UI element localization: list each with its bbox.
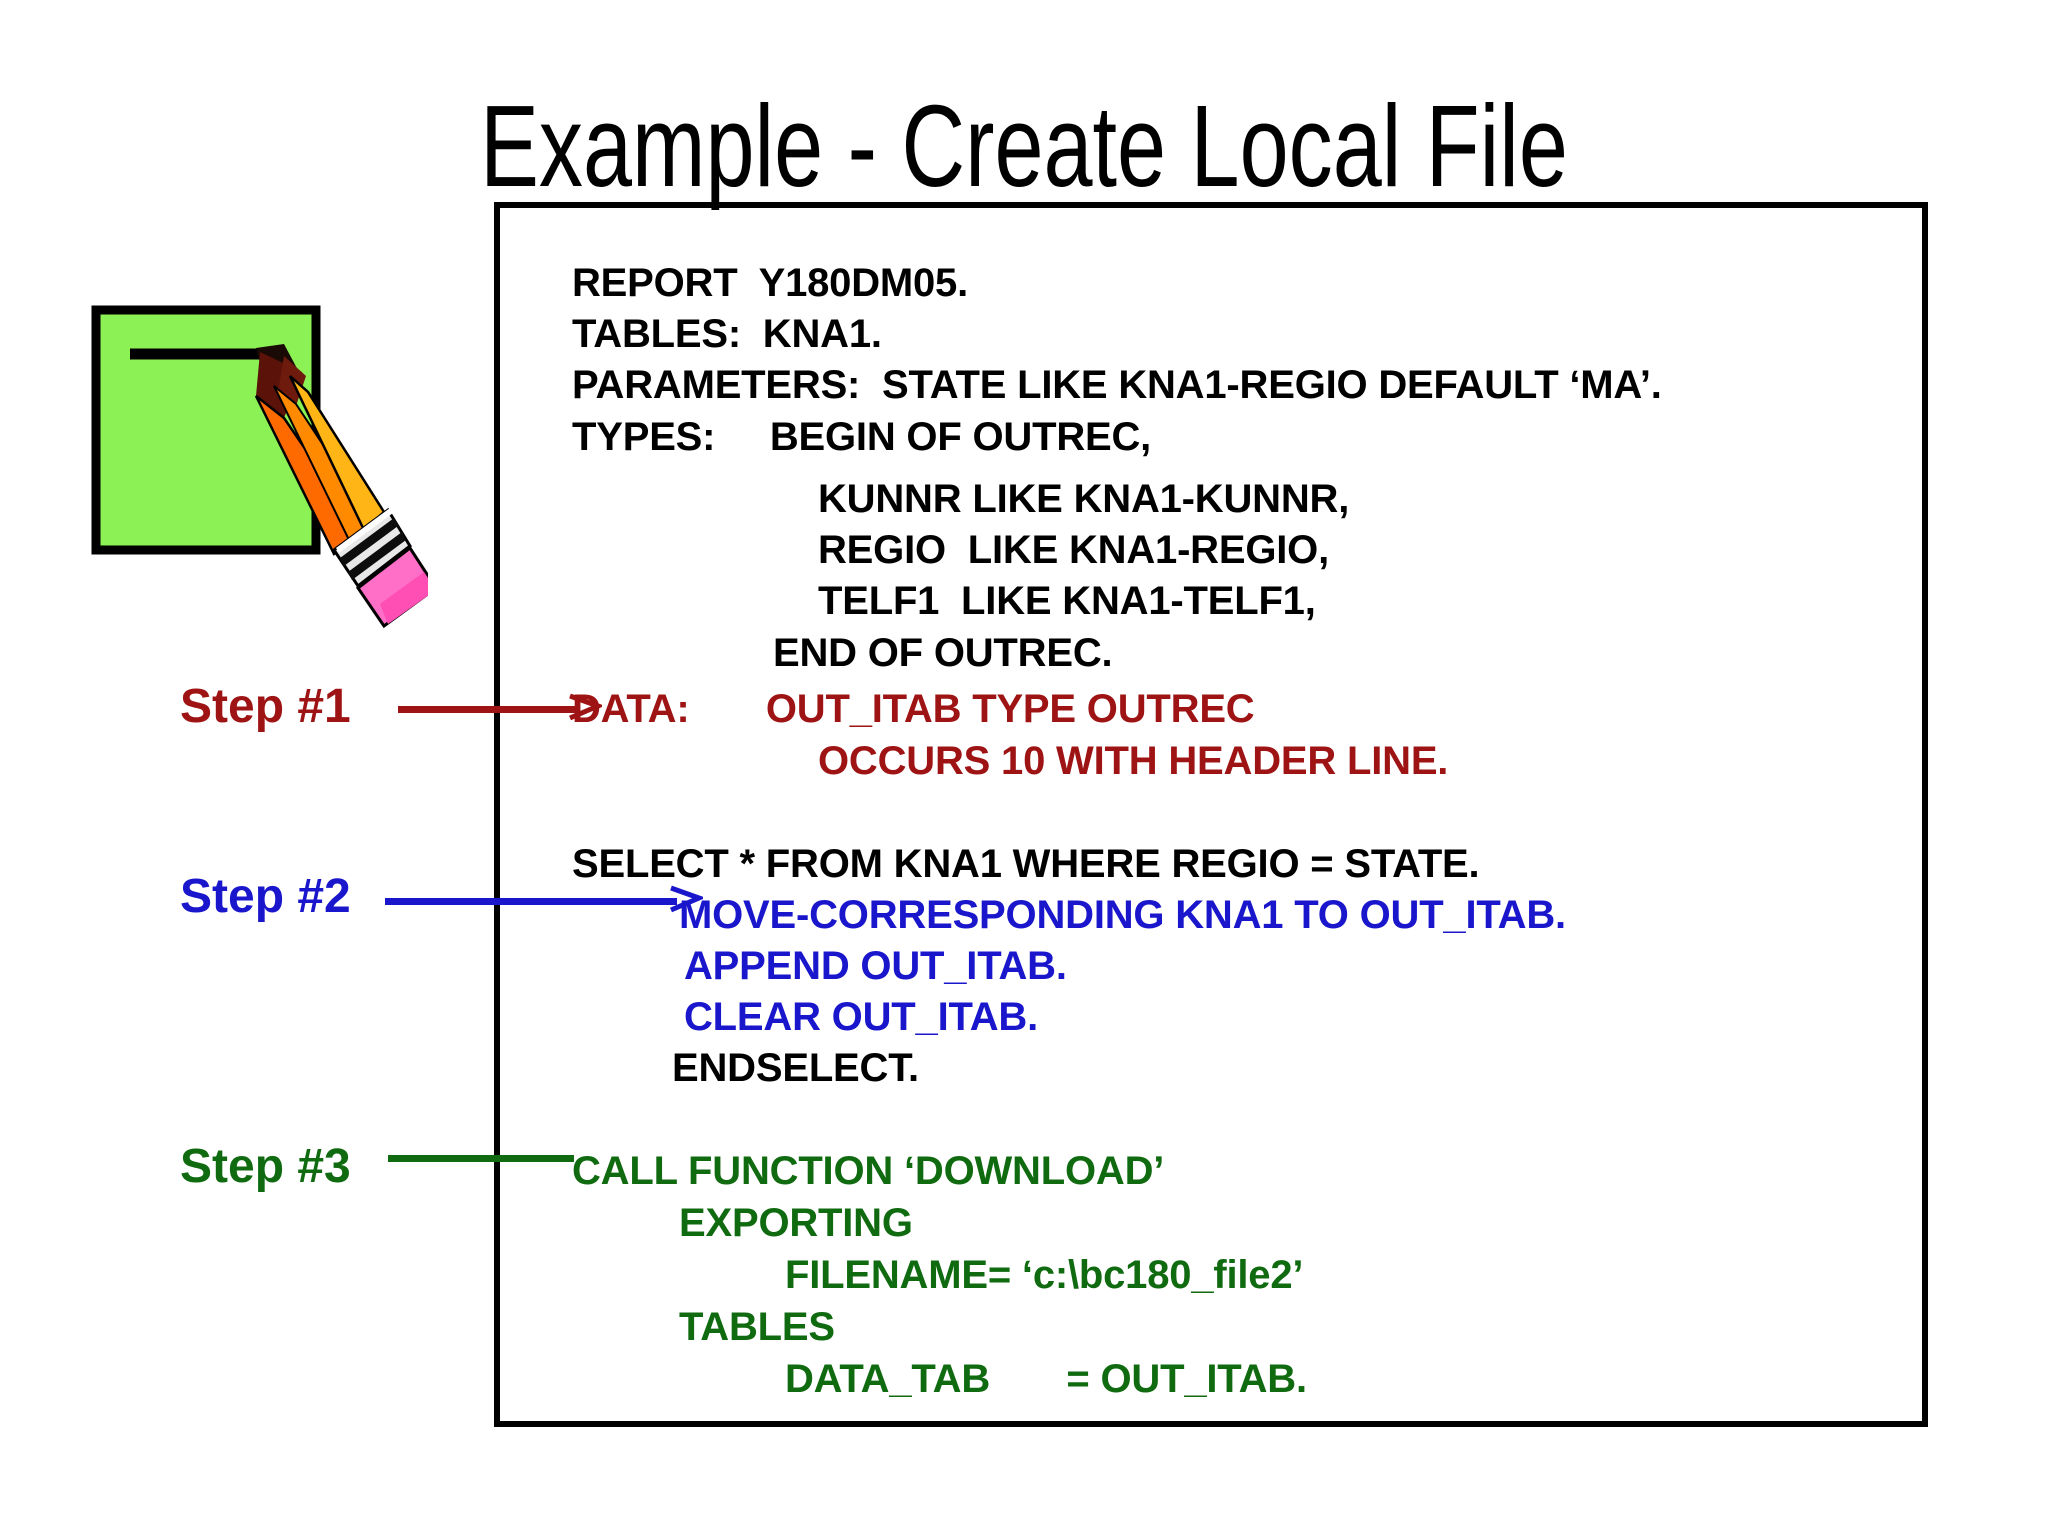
step-3-line — [388, 1155, 574, 1162]
notepad-with-pencil-icon — [88, 300, 439, 640]
code-listing-box — [494, 202, 1928, 1427]
notepad-pencil-svg — [91, 305, 439, 629]
step-1-arrow — [398, 693, 602, 721]
step-2-arrow — [385, 885, 703, 913]
step-1-arrowhead-icon — [569, 693, 602, 721]
step-3-label: Step #3 — [180, 1140, 351, 1193]
step-2-arrowhead-icon — [670, 885, 703, 913]
step-3-line-shaft — [388, 1155, 574, 1162]
step-2-label: Step #2 — [180, 870, 351, 923]
step-1-arrow-shaft — [398, 706, 576, 713]
page-title: Example - Create Local File — [480, 81, 1568, 211]
step-2-arrow-shaft — [385, 898, 677, 905]
step-1-label: Step #1 — [180, 680, 351, 733]
